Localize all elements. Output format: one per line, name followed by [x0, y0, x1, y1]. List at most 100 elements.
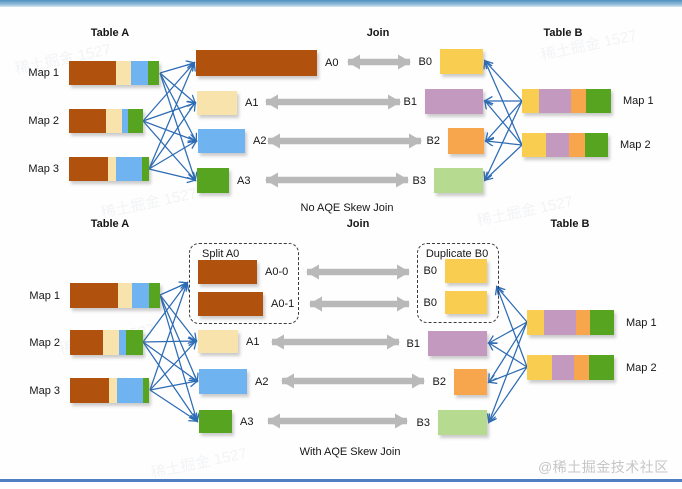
- partition-a0-0: [198, 260, 257, 284]
- partition-label: B1: [403, 95, 417, 108]
- map-bar: [527, 310, 614, 335]
- bar-segment-orange: [576, 310, 590, 335]
- bar-segment-purple: [552, 355, 574, 380]
- partition-label: B0: [423, 296, 437, 309]
- partition-label: B1: [406, 337, 420, 350]
- arrow: [142, 120, 195, 180]
- site-watermark: @稀土掘金技术社区: [538, 459, 669, 475]
- arrow: [142, 120, 196, 141]
- partition-label: B0: [423, 265, 437, 277]
- bar-segment-cream: [118, 283, 132, 308]
- arrow: [142, 63, 194, 122]
- partition-label: B2: [432, 376, 446, 388]
- arrow: [142, 103, 195, 122]
- bar-segment-blue: [119, 330, 126, 355]
- top-border-bar: [0, 0, 682, 7]
- arrow: [159, 294, 197, 421]
- bar-segment-green: [590, 310, 614, 335]
- section-title: Join: [346, 218, 370, 230]
- arrow: [485, 100, 523, 180]
- bar-segment-orange: [569, 133, 585, 157]
- map-bar: [522, 133, 608, 157]
- bar-segment-green: [143, 378, 149, 403]
- arrow: [149, 341, 196, 391]
- arrow: [485, 61, 523, 146]
- partition-label: A3: [240, 415, 254, 428]
- arrow: [149, 283, 187, 391]
- map-label: Map 3: [28, 163, 59, 175]
- arrow: [489, 343, 528, 368]
- bar-segment-orange: [574, 355, 589, 380]
- arrow: [489, 321, 528, 422]
- partition-a2: [198, 129, 245, 153]
- arrow: [142, 283, 187, 343]
- bar-segment-green: [148, 61, 159, 85]
- bar-segment-brown: [70, 330, 103, 355]
- partition-a0-1: [198, 292, 263, 316]
- arrow: [485, 101, 523, 146]
- arrow: [489, 366, 528, 382]
- arrow: [159, 72, 195, 103]
- bar-segment-green: [149, 283, 160, 308]
- bar-segment-brown: [70, 283, 118, 308]
- bar-segment-blue: [132, 283, 149, 308]
- bar-segment-yellow: [527, 310, 544, 335]
- partition-label: A3: [237, 174, 251, 187]
- bar-segment-cream: [108, 157, 116, 181]
- map-label: Map 1: [28, 67, 59, 79]
- bar-segment-green: [128, 109, 143, 133]
- map-label: Map 1: [623, 95, 654, 107]
- bar-segment-blue: [117, 378, 143, 403]
- partition-a1: [197, 91, 237, 115]
- arrow: [486, 100, 523, 141]
- section-title: Join: [366, 27, 390, 39]
- bar-segment-green: [585, 133, 608, 157]
- arrow: [148, 141, 196, 170]
- partition-label: A1: [246, 335, 260, 348]
- partition-b0: [445, 291, 487, 314]
- map-bar: [70, 330, 143, 355]
- map-label: Map 1: [29, 289, 60, 302]
- partition-b2: [454, 369, 487, 395]
- bar-segment-orange: [571, 89, 586, 113]
- arrow: [159, 72, 196, 141]
- partition-label: A1: [245, 97, 259, 109]
- partition-label: B0: [418, 55, 432, 68]
- partition-label: A0: [325, 57, 339, 69]
- bar-segment-green: [142, 157, 149, 181]
- partition-label: B3: [416, 416, 430, 429]
- arrow: [497, 287, 528, 368]
- partition-label: A2: [253, 135, 267, 147]
- dashed-group-label: Duplicate B0: [425, 248, 489, 260]
- arrow: [485, 61, 523, 102]
- map-label: Map 1: [626, 316, 657, 329]
- partition-a3: [197, 168, 229, 193]
- section-title: Table B: [550, 218, 590, 230]
- map-label: Map 2: [626, 361, 657, 374]
- arrow: [489, 321, 528, 382]
- dashed-group-box: [189, 243, 299, 324]
- map-bar: [70, 283, 160, 308]
- bar-segment-blue: [131, 61, 148, 85]
- section-title: Table A: [90, 27, 130, 39]
- map-label: Map 2: [28, 115, 59, 127]
- arrow: [489, 366, 528, 422]
- bar-segment-brown: [69, 61, 116, 85]
- bar-segment-cream: [106, 109, 122, 133]
- partition-b3: [438, 410, 487, 435]
- partition-label: B3: [412, 174, 426, 187]
- partition-a1: [198, 330, 238, 353]
- arrow: [149, 381, 197, 391]
- bar-segment-cream: [116, 61, 131, 85]
- bar-segment-purple: [544, 310, 576, 335]
- arrow: [159, 294, 197, 381]
- bar-segment-blue: [116, 157, 142, 181]
- partition-b3: [434, 168, 483, 193]
- bottom-border-bar: [0, 479, 682, 482]
- map-bar: [527, 355, 614, 380]
- partition-b0: [445, 259, 487, 283]
- bar-segment-cream: [109, 378, 117, 403]
- partition-b1: [428, 331, 487, 356]
